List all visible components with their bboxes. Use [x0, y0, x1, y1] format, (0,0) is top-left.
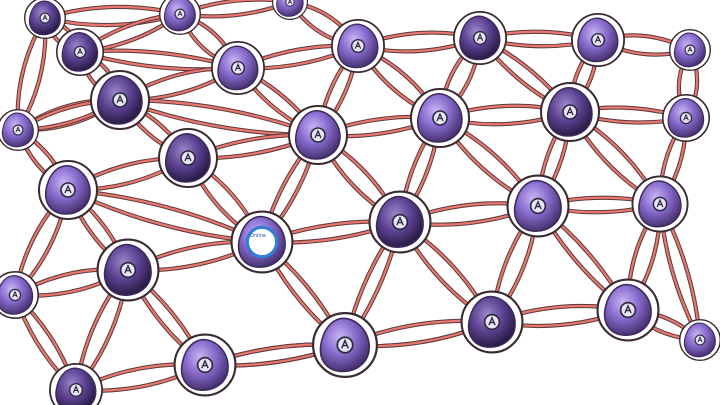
network-node [90, 70, 150, 130]
network-node [506, 174, 570, 238]
network-node [96, 238, 160, 302]
node-glyph-icon [534, 200, 542, 210]
network-node [38, 160, 98, 220]
network-node [159, 0, 201, 35]
network-node [452, 10, 508, 66]
node-glyph-icon [624, 304, 632, 314]
node-glyph-icon [184, 152, 192, 162]
node-glyph-icon [476, 32, 484, 41]
node-glyph-icon [116, 94, 124, 104]
network-node [368, 190, 432, 254]
node-glyph-icon [177, 10, 183, 17]
node-badge-icon [285, 0, 295, 7]
node-glyph-icon [354, 40, 362, 49]
network-node [669, 29, 711, 71]
node-glyph-icon [341, 338, 349, 349]
node-glyph-icon [287, 0, 293, 4]
node-glyph-icon [42, 14, 48, 21]
node-glyph-icon [72, 384, 80, 393]
node-glyph-icon [566, 106, 574, 116]
node-glyph-icon [77, 47, 83, 55]
node-glyph-icon [15, 126, 21, 133]
node-glyph-icon [234, 62, 242, 71]
network-node [661, 93, 711, 143]
node-glyph-icon [436, 112, 444, 122]
node-glyph-icon [683, 113, 689, 121]
network-node [0, 271, 39, 319]
network-node [173, 333, 237, 397]
node-glyph-icon [201, 359, 209, 369]
network-node [288, 105, 348, 165]
network-node [272, 0, 308, 20]
network-node [24, 0, 66, 39]
network-node [570, 12, 626, 68]
network-node [596, 278, 660, 342]
network-node [540, 82, 600, 142]
node-glyph-icon [314, 129, 322, 139]
node-glyph-icon [12, 290, 18, 298]
node-glyph-icon [656, 198, 664, 208]
node-blob [276, 0, 304, 17]
node-highlighted [230, 210, 294, 274]
network-node [330, 18, 386, 74]
node-glyph-icon [697, 336, 703, 343]
node-glyph-icon [594, 34, 602, 43]
network-node [311, 311, 379, 379]
network-node [158, 128, 218, 188]
node-glyph-icon [124, 264, 132, 274]
node-glyph-icon [687, 46, 693, 53]
node-glyph-icon [64, 184, 72, 194]
node-glyph-icon [488, 316, 496, 326]
network-node [0, 109, 39, 151]
node-glyph-icon [396, 216, 404, 226]
network-node [679, 319, 720, 361]
network-node [410, 88, 470, 148]
network-node [55, 27, 105, 77]
network-node [460, 290, 524, 354]
network-node [631, 175, 689, 233]
network-node [210, 40, 266, 96]
network-node [49, 363, 103, 405]
highlight-ring [245, 225, 279, 259]
